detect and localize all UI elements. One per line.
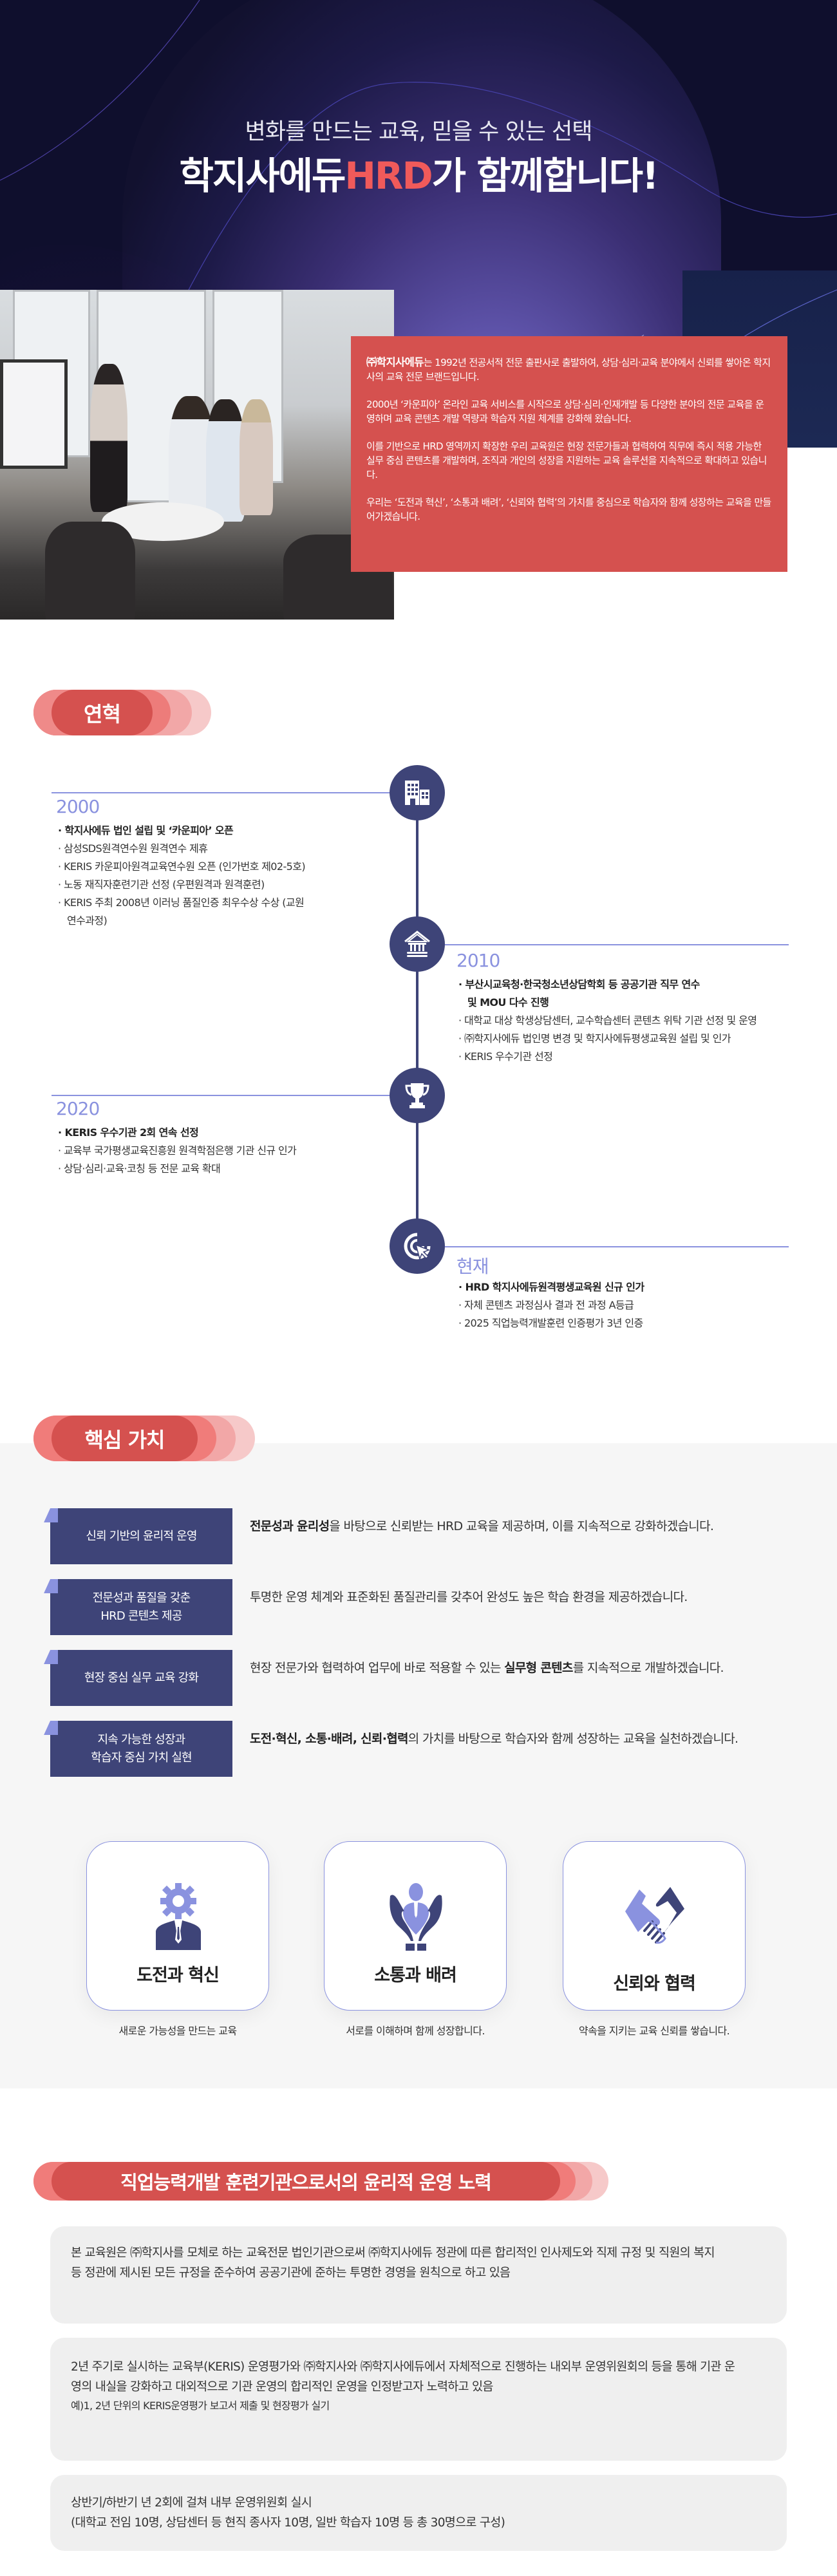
intro-paragraph-1: ㈜학지사에듀는 1992년 전공서적 전문 출판사로 출발하여, 상담·심리·교… [366, 356, 771, 383]
intro-paragraph-4: 우리는 ‘도전과 혁신’, ‘소통과 배려’, ‘신뢰와 협력’의 가치를 중심… [366, 497, 771, 522]
timeline-items-2000: · 학지사에듀 법인 설립 및 ‘카운피아’ 오픈 · 삼성SDS원격연수원 원… [58, 822, 367, 930]
value-text-sustainable-growth: 도전·혁신, 소통·배려, 신뢰·협력의 가치를 바탕으로 학습자와 함께 성장… [250, 1732, 738, 1746]
timeline-connector [52, 1095, 390, 1096]
trophy-icon [390, 1068, 445, 1123]
company-name: ㈜학지사에듀 [366, 356, 424, 368]
gear-head-person-icon [156, 1883, 201, 1950]
value-card-caption: 새로운 가능성을 만드는 교육 [118, 2025, 238, 2037]
value-card-trust-cooperation: 신뢰와 협력 [563, 1841, 746, 2011]
value-card-title: 소통과 배려 [374, 1965, 457, 1985]
timeline-items-2020: · KERIS 우수기관 2회 연속 선정 · 교육부 국가평생교육진흥원 원격… [58, 1124, 367, 1178]
timeline-item: · 교육부 국가평생교육진흥원 원격학점은행 기관 신규 인가 [58, 1144, 297, 1157]
intro-paragraph-2: 2000년 ‘카운피아’ 온라인 교육 서비스를 시작으로 상담·심리·인재개발… [366, 399, 764, 424]
timeline-year-current: 현재 [456, 1256, 489, 1277]
value-text-ethical-operation: 전문성과 윤리성을 바탕으로 신뢰받는 HRD 교육을 제공하며, 이를 지속적… [250, 1519, 714, 1533]
timeline-item: · 자체 콘텐츠 과정심사 결과 전 과정 A등급 [458, 1299, 634, 1311]
timeline-item: · 2025 직업능력개발훈련 인증평가 3년 인증 [458, 1317, 643, 1329]
core-values-heading-label: 핵심 가치 [52, 1416, 198, 1461]
value-card-challenge-innovation: 도전과 혁신 [86, 1841, 269, 2011]
timeline-item: · KERIS 카운피아원격교육연수원 오픈 (인가번호 제02-5호) [58, 860, 306, 873]
value-label-sustainable-growth: 지속 가능한 성장과 학습자 중심 가치 실현 [44, 1721, 232, 1777]
hero-banner: 변화를 만드는 교육, 믿을 수 있는 선택 학지사에듀HRD가 함께합니다! [0, 0, 837, 448]
value-label-ethical-operation: 신뢰 기반의 윤리적 운영 [44, 1508, 232, 1564]
handshake-icon [625, 1887, 684, 1944]
history-heading: 연혁 [33, 690, 211, 735]
timeline-connector [445, 1246, 789, 1247]
timeline-items-current: · HRD 학지사에듀원격평생교육원 신규 인가 · 자체 콘텐츠 과정심사 결… [458, 1278, 793, 1332]
timeline-item: · 대학교 대상 학생상담센터, 교수학습센터 콘텐츠 위탁 기관 선정 및 운… [458, 1014, 757, 1027]
hero-title-suffix: 가 함께합니다! [431, 154, 659, 198]
timeline-item: · KERIS 우수기관 2회 연속 선정 [58, 1126, 199, 1139]
timeline-item: · 부산시교육청·한국청소년상담학회 등 공공기관 직무 연수 및 MOU 다수… [458, 978, 700, 1009]
timeline-spine [416, 793, 418, 1246]
hero-title-highlight: HRD [344, 154, 433, 198]
value-text-practical-education: 현장 전문가와 협력하여 업무에 바로 적용할 수 있는 실무형 콘텐츠를 지속… [250, 1661, 724, 1675]
value-card-title: 도전과 혁신 [136, 1965, 220, 1985]
timeline-item: · 학지사에듀 법인 설립 및 ‘카운피아’ 오픈 [58, 824, 234, 837]
timeline-connector [52, 792, 390, 793]
company-intro-box: ㈜학지사에듀는 1992년 전공서적 전문 출판사로 출발하여, 상담·심리·교… [351, 336, 787, 572]
meeting-photo [0, 290, 394, 620]
timeline-year-2000: 2000 [56, 796, 100, 817]
timeline-item: · HRD 학지사에듀원격평생교육원 신규 인가 [458, 1281, 644, 1293]
ethics-heading: 직업능력개발 훈련기관으로서의 윤리적 운영 노력 [33, 2162, 608, 2201]
institution-icon [390, 916, 445, 972]
target-cursor-icon [390, 1218, 445, 1274]
building-icon [390, 765, 445, 820]
timeline-year-2020: 2020 [56, 1098, 100, 1119]
ethics-heading-label: 직업능력개발 훈련기관으로서의 윤리적 운영 노력 [52, 2162, 560, 2201]
timeline-connector [445, 944, 789, 945]
core-values-heading: 핵심 가치 [33, 1416, 255, 1461]
history-heading-label: 연혁 [52, 690, 153, 735]
timeline-item: · 노동 재직자훈련기관 선정 (우편원격과 원격훈련) [58, 878, 265, 891]
value-card-caption: 약속을 지키는 교육 신뢰를 쌓습니다. [578, 2025, 730, 2037]
hero-subtitle: 변화를 만드는 교육, 믿을 수 있는 선택 [245, 119, 593, 145]
value-text-quality-content: 투명한 운영 체계와 표준화된 품질관리를 갖추어 완성도 높은 학습 환경을 … [250, 1590, 688, 1604]
ethics-box-evaluation: 2년 주기로 실시하는 교육부(KERIS) 운영평가와 ㈜학지사와 ㈜학지사에… [50, 2338, 787, 2461]
value-card-title: 신뢰와 협력 [613, 1974, 696, 1994]
hands-holding-person-icon [390, 1883, 442, 1951]
value-card-communication-care: 소통과 배려 [324, 1841, 507, 2011]
ethics-note: 예)1, 2년 단위의 KERIS운영평가 보고서 제출 및 현장평가 실기 [71, 2400, 330, 2412]
timeline-item: · ㈜학지사에듀 법인명 변경 및 학지사에듀평생교육원 설립 및 인가 [458, 1032, 731, 1045]
timeline-item: · 삼성SDS원격연수원 원격연수 제휴 [58, 842, 208, 855]
timeline-item: · 상담·심리·교육·코칭 등 전문 교육 확대 [58, 1162, 221, 1175]
hero-title-prefix: 학지사에듀 [179, 154, 346, 198]
timeline-year-2010: 2010 [456, 950, 500, 971]
ethics-box-committee: 상반기/하반기 년 2회에 걸쳐 내부 운영위원회 실시 (대학교 전임 10명… [50, 2475, 787, 2551]
timeline-items-2010: · 부산시교육청·한국청소년상담학회 등 공공기관 직무 연수 및 MOU 다수… [458, 976, 793, 1066]
value-card-caption: 서로를 이해하며 함께 성장합니다. [346, 2025, 485, 2037]
hero-title: 학지사에듀HRD가 함께합니다! [0, 146, 837, 200]
timeline-item: · KERIS 주최 2008년 이러닝 품질인증 최우수상 수상 (교원연수과… [58, 896, 305, 927]
ethics-box-transparent-management: 본 교육원은 ㈜학지사를 모체로 하는 교육전문 법인기관으로써 ㈜학지사에듀 … [50, 2226, 787, 2324]
value-label-practical-education: 현장 중심 실무 교육 강화 [44, 1650, 232, 1706]
timeline-item: · KERIS 우수기관 선정 [458, 1050, 553, 1063]
intro-paragraph-3: 이를 기반으로 HRD 영역까지 확장한 우리 교육원은 현장 전문가들과 협력… [366, 440, 767, 480]
value-label-quality-content: 전문성과 품질을 갖춘 HRD 콘텐츠 제공 [44, 1579, 232, 1635]
